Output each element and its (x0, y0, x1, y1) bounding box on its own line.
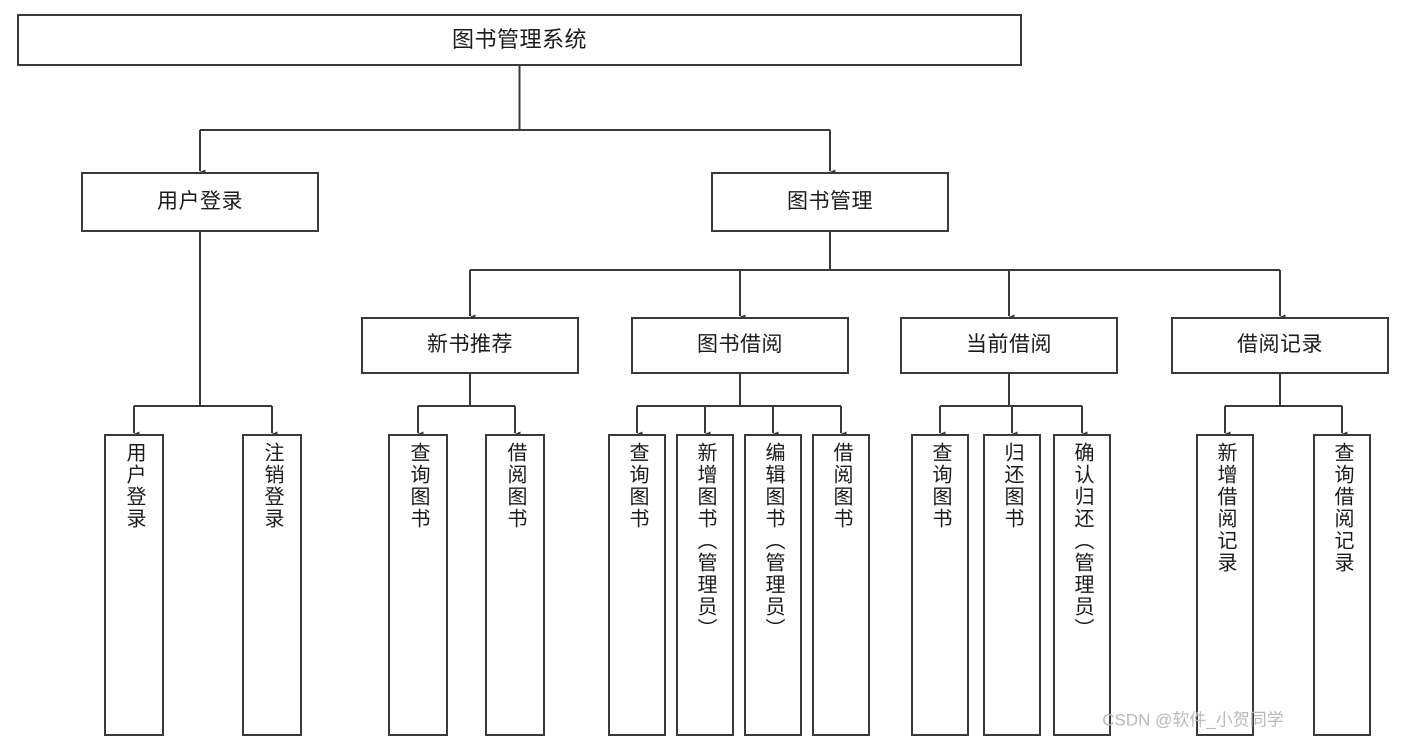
node-leaf-3[interactable]: 查询图书 (388, 434, 448, 736)
node-label: 图书管理 (787, 189, 873, 213)
node-label: 新增借阅记录 (1214, 442, 1236, 574)
node-leaf-1[interactable]: 用户登录 (104, 434, 164, 736)
node-label: 用户登录 (123, 442, 145, 530)
node-leaf-12[interactable]: 新增借阅记录 (1196, 434, 1254, 736)
node-book-mgmt[interactable]: 图书管理 (711, 172, 949, 232)
watermark-text: CSDN @软件_小贺同学 (1102, 710, 1284, 730)
node-label: 新书推荐 (427, 333, 513, 357)
node-leaf-8[interactable]: 借阅图书 (812, 434, 870, 736)
node-leaf-9[interactable]: 查询图书 (911, 434, 969, 736)
node-leaf-7[interactable]: 编辑图书（管理员） (744, 434, 802, 736)
edge-lines (128, 66, 1348, 441)
node-book-borrow[interactable]: 图书借阅 (631, 317, 849, 374)
node-label: 查询借阅记录 (1331, 442, 1353, 574)
node-label: 当前借阅 (966, 333, 1052, 357)
node-leaf-5[interactable]: 查询图书 (608, 434, 666, 736)
node-label: 借阅记录 (1237, 333, 1323, 357)
node-new-book-rec[interactable]: 新书推荐 (361, 317, 579, 374)
node-label: 归还图书 (1001, 442, 1023, 530)
node-leaf-2[interactable]: 注销登录 (242, 434, 302, 736)
node-root[interactable]: 图书管理系统 (17, 14, 1022, 66)
node-label: 查询图书 (407, 442, 429, 530)
node-label: 借阅图书 (830, 442, 852, 530)
node-cur-borrow[interactable]: 当前借阅 (900, 317, 1118, 374)
node-label: 查询图书 (929, 442, 951, 530)
node-label: 注销登录 (261, 442, 283, 530)
node-user-login[interactable]: 用户登录 (81, 172, 319, 232)
node-leaf-6[interactable]: 新增图书（管理员） (676, 434, 734, 736)
node-leaf-11[interactable]: 确认归还（管理员） (1053, 434, 1111, 736)
node-label: 新增图书（管理员） (694, 442, 716, 640)
node-leaf-4[interactable]: 借阅图书 (485, 434, 545, 736)
node-label: 编辑图书（管理员） (762, 442, 784, 640)
node-label: 确认归还（管理员） (1071, 442, 1093, 640)
node-borrow-rec[interactable]: 借阅记录 (1171, 317, 1389, 374)
node-leaf-10[interactable]: 归还图书 (983, 434, 1041, 736)
node-label: 图书借阅 (697, 333, 783, 357)
node-leaf-13[interactable]: 查询借阅记录 (1313, 434, 1371, 736)
node-label: 用户登录 (157, 189, 243, 213)
node-label: 查询图书 (626, 442, 648, 530)
node-label: 借阅图书 (504, 442, 526, 530)
node-label: 图书管理系统 (451, 27, 587, 53)
